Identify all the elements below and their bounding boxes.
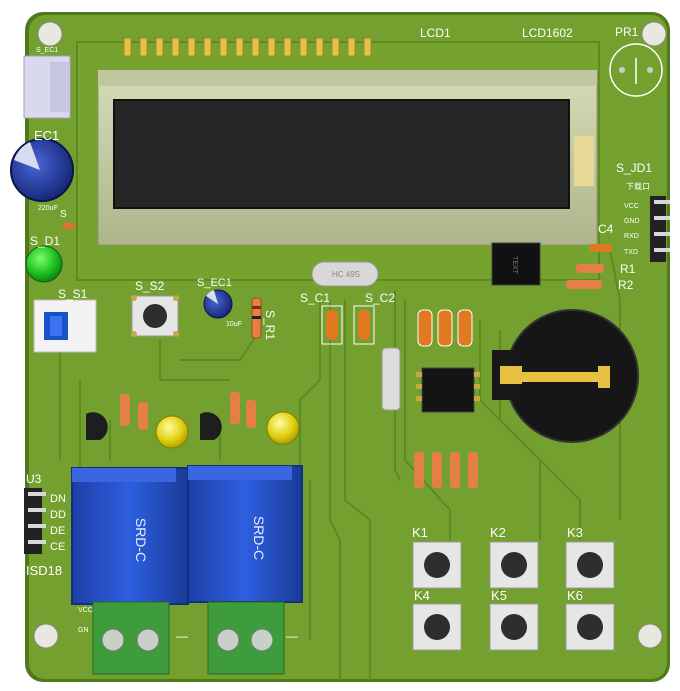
header-u3 <box>24 488 46 554</box>
ec1-value: 220uF <box>38 205 58 212</box>
switch-s-s2 <box>131 295 179 337</box>
r1-label: R1 <box>620 262 636 276</box>
u3-pin-2: DD <box>50 509 66 521</box>
resistor-r1 <box>576 264 604 273</box>
ec1-label: EC1 <box>34 128 59 143</box>
u3-label: U3 <box>26 472 42 486</box>
pr1-label: PR1 <box>615 25 639 39</box>
silk-s-small: S <box>60 209 67 220</box>
relay2-label: SRD-C <box>251 516 267 560</box>
capacitor-ec1 <box>10 138 74 202</box>
minus-sign-1: — <box>176 629 188 643</box>
small-cap-value: 10uF <box>226 321 242 328</box>
k6-label: K6 <box>567 588 583 603</box>
relay-1 <box>71 467 189 605</box>
ic-chip-center <box>416 367 480 413</box>
s-s1-label: S_S1 <box>58 287 88 301</box>
relay1-label: SRD-C <box>133 518 149 562</box>
capacitor-small-ec <box>203 289 233 319</box>
header-s-jd1 <box>650 196 670 262</box>
terminal-block-1 <box>92 601 170 675</box>
u3-pin-4: CE <box>50 541 65 553</box>
terminal-block-2 <box>207 601 285 675</box>
relay-2 <box>187 465 303 603</box>
s-c1-label: S_C1 <box>300 291 330 305</box>
s-s2-label: S_S2 <box>135 279 165 293</box>
k1-label: K1 <box>412 525 428 540</box>
resistor-s-r1 <box>251 297 262 339</box>
s-ec1-label: S_EC1 <box>197 277 232 289</box>
crystal-vertical <box>381 347 401 411</box>
battery-holder <box>492 309 639 443</box>
s-c2-label: S_C2 <box>365 291 395 305</box>
led-green-d1 <box>25 245 63 283</box>
usb-connector <box>23 55 71 119</box>
k4-label: K4 <box>414 588 430 603</box>
jd1-pin-gnd: GND <box>624 218 640 225</box>
s-r1-label: S_R1 <box>263 310 277 340</box>
transistors <box>86 412 222 440</box>
crystal-label: HC 49S <box>332 270 360 279</box>
resistor-row-bottom <box>414 452 478 488</box>
silk-s-ec1-top: S_EC1 <box>36 47 58 54</box>
gnd-label: GN <box>78 627 89 634</box>
u3-part-label: ISD18 <box>26 563 62 578</box>
s-jd1-sub: 下载口 <box>626 181 650 191</box>
k3-label: K3 <box>567 525 583 540</box>
vcc-label: VCC <box>78 607 93 614</box>
s-d1-label: S_D1 <box>30 234 60 248</box>
resistor-r2 <box>566 280 602 289</box>
lcd-ref-label: LCD1 <box>420 26 451 40</box>
jd1-pin-txd: TXD <box>624 249 638 256</box>
jd1-pin-vcc: VCC <box>624 203 639 210</box>
u3-pin-1: DN <box>50 493 66 505</box>
c4-label: C4 <box>598 222 614 236</box>
capacitor-s-c1 <box>321 305 343 345</box>
u3-pin-3: DE <box>50 525 65 537</box>
svg-text:TEXT: TEXT <box>511 256 518 275</box>
r2-label: R2 <box>618 278 634 292</box>
mounting-holes <box>33 21 667 649</box>
photoresistor-pr1 <box>609 43 663 97</box>
s-jd1-label: S_JD1 <box>616 161 652 175</box>
lcd-module: TEXT <box>76 37 600 286</box>
tactile-buttons <box>412 541 615 651</box>
capacitor-c4 <box>590 244 612 252</box>
switch-s-s1 <box>33 299 97 353</box>
led-yellow-pair <box>155 411 300 449</box>
capacitor-group-three <box>417 309 473 347</box>
lcd-header-pins <box>123 37 372 57</box>
minus-sign-2: — <box>286 629 298 643</box>
crystal-hc49s <box>311 261 379 287</box>
driver-resistors <box>120 392 256 430</box>
lcd-part-label: LCD1602 <box>522 26 573 40</box>
capacitor-s-c2 <box>353 305 375 345</box>
k2-label: K2 <box>490 525 506 540</box>
jd1-pin-rxd: RXD <box>624 233 639 240</box>
k5-label: K5 <box>491 588 507 603</box>
resistor-small-right <box>63 223 75 229</box>
